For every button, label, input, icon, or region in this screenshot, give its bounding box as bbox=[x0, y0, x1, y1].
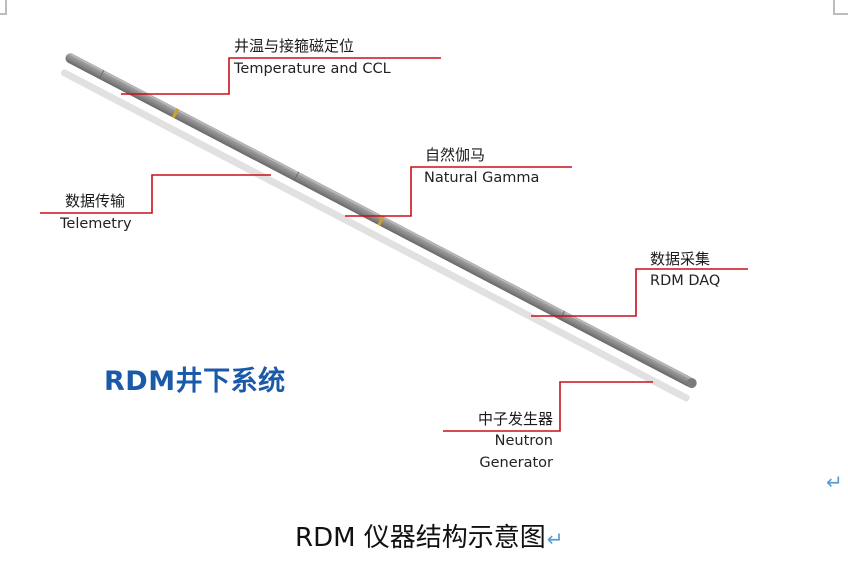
label-temperature-en: Temperature and CCL bbox=[234, 61, 391, 77]
tool-shadow bbox=[61, 69, 690, 402]
label-neutron-cn: 中子发生器 bbox=[477, 410, 553, 428]
label-daq-cn: 数据采集 bbox=[650, 250, 711, 268]
label-daq-en: RDM DAQ bbox=[650, 273, 721, 289]
paragraph-return-mark: ↵ bbox=[826, 470, 843, 494]
leader-line-daq bbox=[531, 268, 748, 317]
tool-nose bbox=[686, 378, 697, 389]
downhole-tool bbox=[65, 53, 697, 389]
caption-return-mark: ↵ bbox=[546, 527, 564, 551]
leader-lines bbox=[40, 57, 748, 432]
label-telemetry-cn: 数据传输 bbox=[65, 192, 126, 210]
leader-line-temperature bbox=[121, 57, 441, 95]
tool-section-seam bbox=[293, 171, 300, 182]
tool-section-seam bbox=[98, 69, 105, 80]
page-corner-marks bbox=[0, 0, 848, 15]
label-neutron-en-line2: Generator bbox=[479, 455, 553, 471]
tool-joint-ring bbox=[377, 215, 385, 226]
system-title: RDM井下系统 bbox=[104, 366, 286, 397]
label-telemetry-en: Telemetry bbox=[60, 216, 132, 232]
leader-line-neutron bbox=[443, 381, 653, 432]
leader-line-telemetry bbox=[40, 174, 271, 214]
figure-caption-text: RDM 仪器结构示意图 bbox=[295, 523, 546, 553]
label-neutron-en-line1: Neutron bbox=[494, 433, 553, 449]
label-gamma-cn: 自然伽马 bbox=[425, 146, 486, 164]
tool-joint-ring bbox=[171, 108, 180, 119]
figure-caption: RDM 仪器结构示意图↵ bbox=[295, 517, 564, 554]
label-temperature-cn: 井温与接箍磁定位 bbox=[234, 37, 355, 55]
leader-line-gamma bbox=[345, 166, 572, 217]
label-gamma-en: Natural Gamma bbox=[424, 170, 540, 186]
